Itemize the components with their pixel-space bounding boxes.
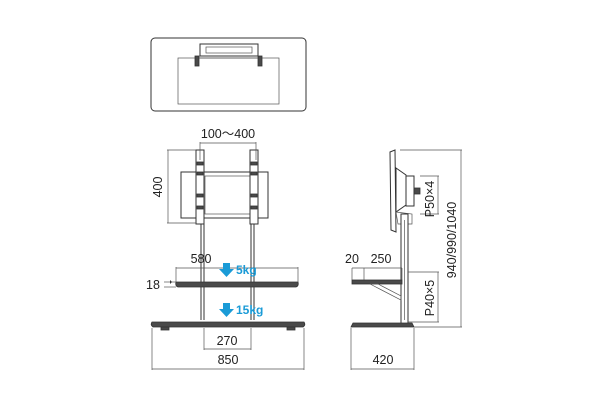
- dim-base-width: 850: [218, 353, 239, 367]
- dim-pitch-upper: P50×4: [423, 181, 437, 218]
- dim-vesa-height: 400: [151, 177, 165, 198]
- front-vesa-rail-left: [195, 149, 205, 225]
- base-load-label: 15kg: [236, 303, 263, 317]
- dim-total-height: 940/990/1040: [445, 202, 459, 279]
- dim-base-inner: 270: [217, 334, 238, 348]
- front-view: 100～400 400 580 18 5kg 15kg 270 850: [146, 127, 306, 370]
- side-tv-profile: [389, 149, 397, 233]
- side-shelf: [351, 279, 403, 285]
- front-base: [150, 321, 306, 328]
- side-base: [350, 322, 415, 328]
- side-view: 20 250 420 P50×4 P40×5 940/990/1040: [345, 149, 462, 370]
- dim-depth-shelf: 250: [371, 252, 392, 266]
- front-shelf: [175, 281, 299, 288]
- top-view: [150, 37, 307, 112]
- side-mount-bracket: [405, 175, 415, 207]
- dim-depth-base: 420: [373, 353, 394, 367]
- base-load-arrow-icon: [219, 303, 234, 317]
- dim-depth-top: 20: [345, 252, 359, 266]
- dim-shelf-thickness: 18: [146, 278, 160, 292]
- shelf-load-label: 5kg: [236, 263, 257, 277]
- dim-pitch-lower: P40×5: [423, 280, 437, 317]
- front-vesa-rail-right: [249, 149, 259, 225]
- shelf-load-arrow-icon: [219, 263, 234, 277]
- dim-vesa-width: 100～400: [201, 127, 255, 141]
- top-view-base-outline: [150, 37, 307, 112]
- top-view-mount-bracket: [199, 43, 259, 57]
- dim-shelf-width: 580: [191, 252, 212, 266]
